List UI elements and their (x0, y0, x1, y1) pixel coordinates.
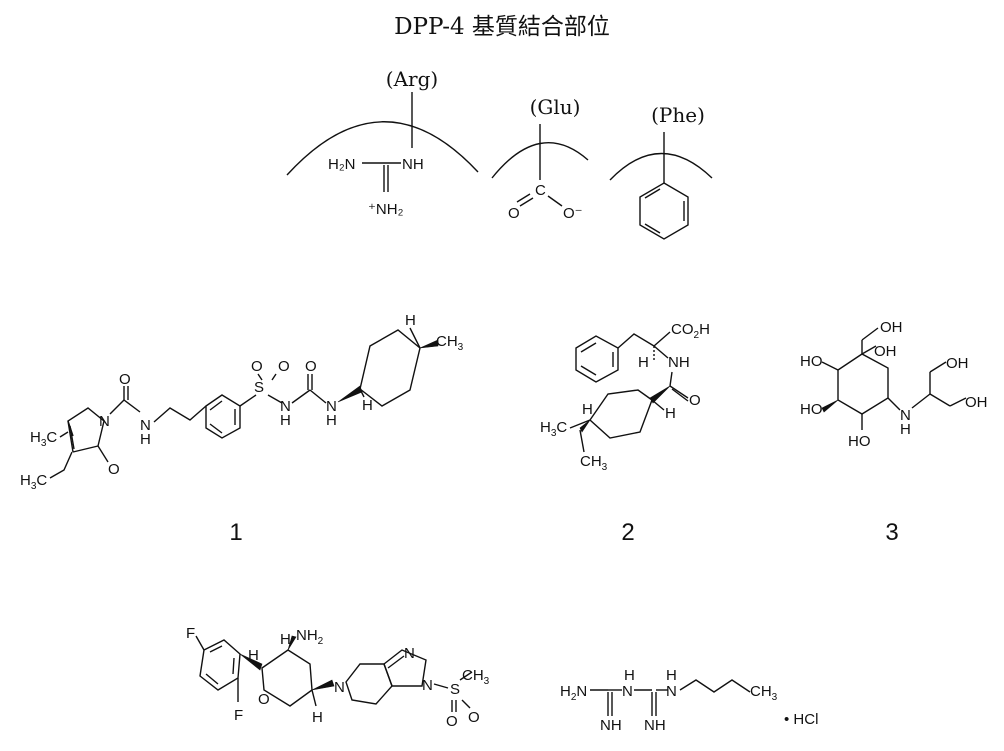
svg-text:H: H (405, 312, 416, 329)
compound-2-structure: CO2H H NH O H H H3C CH3 (540, 321, 710, 473)
svg-text:N: N (422, 677, 433, 694)
svg-text:H: H (900, 421, 911, 438)
svg-text:CH3: CH3 (580, 453, 608, 473)
pocket-arc-phe (609, 152, 713, 181)
pocket-arg: (Arg) H₂N NH ⁺NH₂ (286, 67, 479, 218)
svg-text:O: O (468, 709, 480, 726)
phe-benzene-ring (639, 182, 689, 240)
svg-text:N: N (280, 398, 291, 415)
svg-text:H3C: H3C (20, 472, 47, 492)
compound-2-number: 2 (621, 519, 634, 546)
compound-1-structure: H3C H3C N O O N H S O O N H O N H (20, 312, 464, 492)
svg-text:H: H (280, 631, 291, 648)
svg-text:O: O (305, 358, 317, 375)
svg-text:N: N (404, 645, 415, 662)
svg-text:CO2H: CO2H (671, 321, 710, 341)
compound-4-structure: F F H O H NH2 H N N N S CH3 O O (186, 625, 490, 730)
svg-text:O: O (278, 358, 290, 375)
residue-label-glu: (Glu) (530, 95, 581, 119)
svg-text:F: F (186, 625, 195, 642)
svg-text:H2N: H2N (560, 683, 587, 703)
svg-text:CH3: CH3 (462, 667, 490, 687)
svg-text:O: O (446, 713, 458, 730)
svg-text:H: H (362, 397, 373, 414)
svg-text:H: H (582, 401, 593, 418)
compound-5-structure: H2N N H NH NH N H CH3 (560, 667, 778, 734)
residue-label-phe: (Phe) (651, 103, 705, 127)
compound-1-number: 1 (229, 519, 242, 546)
compound-3-structure: HO HO HO OH OH N H OH OH (800, 319, 988, 450)
svg-text:N: N (326, 398, 337, 415)
svg-text:O: O (689, 392, 701, 409)
svg-text:O: O (108, 461, 120, 478)
arg-nh2-plus-label: ⁺NH₂ (368, 201, 404, 218)
pocket-glu: (Glu) C O O⁻ (491, 95, 589, 222)
svg-text:HO: HO (848, 433, 871, 450)
svg-text:N: N (140, 417, 151, 434)
svg-text:N: N (334, 679, 345, 696)
svg-text:OH: OH (880, 319, 903, 336)
svg-text:HO: HO (800, 401, 823, 418)
residue-label-arg: (Arg) (386, 67, 438, 91)
svg-text:H3C: H3C (540, 419, 567, 439)
diagram-title: DPP-4 基質結合部位 (394, 14, 610, 40)
svg-text:S: S (450, 681, 460, 698)
compound-3-number: 3 (885, 519, 898, 546)
pocket-arc-arg (286, 121, 479, 176)
svg-text:N: N (99, 413, 110, 430)
svg-text:O: O (119, 371, 131, 388)
svg-text:H: H (140, 431, 151, 448)
svg-text:H: H (280, 412, 291, 429)
binding-pockets: (Arg) H₂N NH ⁺NH₂ (Glu) C O O⁻ (Phe) (286, 67, 713, 240)
svg-text:CH3: CH3 (750, 683, 778, 703)
svg-text:H: H (666, 667, 677, 684)
svg-text:HO: HO (800, 353, 823, 370)
arg-h2n-label: H₂N (328, 156, 356, 173)
svg-text:OH: OH (874, 343, 897, 360)
svg-text:CH3: CH3 (436, 333, 464, 353)
svg-text:H: H (326, 412, 337, 429)
svg-text:N: N (622, 683, 633, 700)
svg-text:OH: OH (965, 394, 988, 411)
svg-text:NH: NH (668, 354, 690, 371)
svg-text:H3C: H3C (30, 429, 57, 449)
svg-text:OH: OH (946, 355, 969, 372)
svg-text:NH: NH (644, 717, 666, 734)
svg-text:F: F (234, 707, 243, 724)
svg-text:H: H (624, 667, 635, 684)
svg-text:H: H (638, 354, 649, 371)
glu-o-label: O (508, 205, 520, 222)
pocket-phe: (Phe) (609, 103, 713, 240)
svg-text:N: N (900, 407, 911, 424)
svg-text:S: S (254, 379, 264, 396)
svg-text:O: O (251, 358, 263, 375)
arg-nh-label: NH (402, 156, 424, 173)
svg-text:H: H (312, 709, 323, 726)
svg-text:H: H (248, 647, 259, 664)
svg-text:H: H (665, 405, 676, 422)
svg-text:NH2: NH2 (296, 627, 324, 647)
svg-text:N: N (666, 683, 677, 700)
svg-text:O: O (258, 691, 270, 708)
glu-ominus-label: O⁻ (563, 205, 583, 222)
svg-text:NH: NH (600, 717, 622, 734)
glu-c-label: C (535, 182, 546, 199)
hcl-salt-label: • HCl (784, 711, 818, 728)
